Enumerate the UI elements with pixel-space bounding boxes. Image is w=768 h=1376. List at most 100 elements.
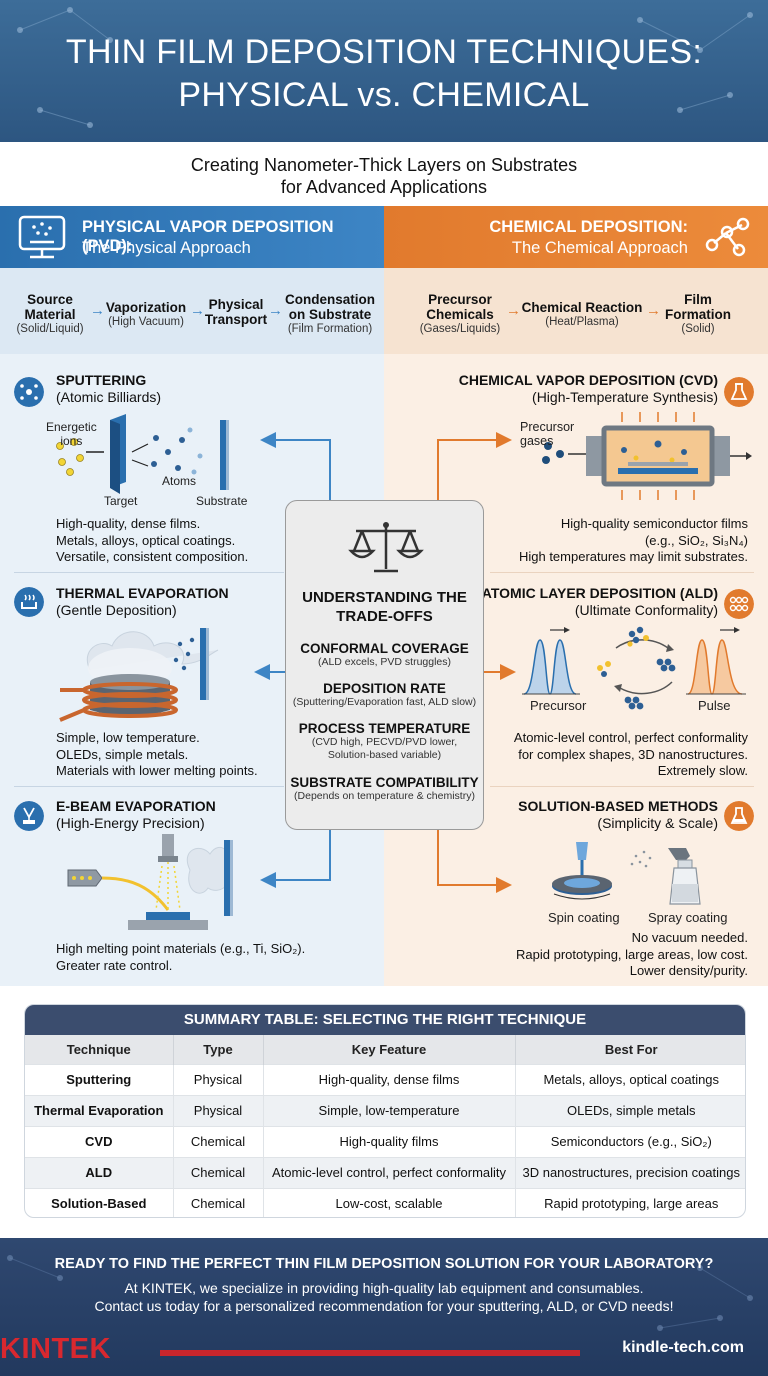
tradeoff-process-temperature: PROCESS TEMPERATURE(CVD high, PECVD/PVD … xyxy=(298,721,471,761)
flow-arrow-icon: → xyxy=(268,302,283,319)
balance-scale-icon xyxy=(348,522,424,573)
table-row: Solution-Based Chemical Low-cost, scalab… xyxy=(25,1187,745,1217)
table-cell: Simple, low-temperature xyxy=(263,1094,516,1126)
page-title: THIN FILM DEPOSITION TECHNIQUES: PHYSICA… xyxy=(0,0,768,117)
beaker-icon xyxy=(724,801,754,831)
table-row: Thermal Evaporation Physical Simple, low… xyxy=(25,1094,745,1126)
kintek-logo: KINTEK xyxy=(0,1333,111,1365)
solution-coating-diagram xyxy=(552,842,701,905)
table-row: Sputtering Physical High-quality, dense … xyxy=(25,1063,745,1095)
sputtering-description: High-quality, dense films.Metals, alloys… xyxy=(56,516,249,564)
chemical-subtitle: The Chemical Approach xyxy=(511,239,688,257)
table-cell: Chemical xyxy=(173,1156,264,1188)
pvd-header-band: PHYSICAL VAPOR DEPOSITION (PVD): The Phy… xyxy=(0,206,384,268)
atoms-label: Atoms xyxy=(162,474,197,488)
flow-arrow-icon: → xyxy=(506,302,521,319)
sputtering-heading: SPUTTERING(Atomic Billiards) xyxy=(56,372,162,405)
sputtering-diagram xyxy=(56,414,229,494)
summary-table: SUMMARY TABLE: SELECTING THE RIGHT TECHN… xyxy=(24,1004,746,1218)
column-header: Type xyxy=(173,1035,264,1064)
chemical-title: CHEMICAL DEPOSITION: xyxy=(489,218,688,236)
molecule-icon xyxy=(705,217,750,257)
solution-methods-heading: SOLUTION-BASED METHODS(Simplicity & Scal… xyxy=(518,798,718,831)
electron-beam-icon xyxy=(14,801,44,831)
pvd-title: PHYSICAL VAPOR DEPOSITION (PVD): xyxy=(82,218,334,255)
heated-crucible-icon xyxy=(14,587,44,617)
flow-arrow-icon: → xyxy=(646,302,661,319)
precursor-label: Precursor xyxy=(530,698,587,713)
chemical-step-2: Chemical Reaction (Heat/Plasma) xyxy=(521,300,643,328)
flow-arrow-icon: → xyxy=(90,302,105,319)
tradeoff-deposition-rate: DEPOSITION RATE(Sputtering/Evaporation f… xyxy=(292,681,477,708)
molecule-network-decoration xyxy=(7,1255,753,1331)
ebeam-evaporation-diagram xyxy=(67,834,233,930)
table-cell: CVD xyxy=(25,1125,174,1157)
pvd-chamber-icon xyxy=(18,215,66,259)
table-cell: Semiconductors (e.g., SiO₂) xyxy=(515,1125,745,1157)
table-cell: 3D nanostructures, precision coatings xyxy=(515,1156,745,1188)
thermal-evaporation-description: Simple, low temperature.OLEDs, simple me… xyxy=(56,730,258,778)
table-cell: High-quality, dense films xyxy=(263,1063,516,1095)
page-subtitle: Creating Nanometer-Thick Layers on Subst… xyxy=(0,142,768,206)
molecule-network-decoration xyxy=(17,7,753,128)
table-cell: Physical xyxy=(173,1063,264,1095)
table-cell: Sputtering xyxy=(25,1063,174,1095)
table-header-row: Technique Type Key Feature Best For xyxy=(25,1035,745,1064)
summary-table-title: SUMMARY TABLE: SELECTING THE RIGHT TECHN… xyxy=(25,1005,745,1035)
atom-scatter-icon xyxy=(14,377,44,407)
cvd-reactor-diagram xyxy=(542,412,752,500)
spin-coating-label: Spin coating xyxy=(548,910,620,925)
table-cell: OLEDs, simple metals xyxy=(515,1094,745,1126)
subtitle-line-2: for Advanced Applications xyxy=(280,177,488,197)
arrow-to-solution xyxy=(437,830,512,893)
call-to-action: READY TO FIND THE PERFECT THIN FILM DEPO… xyxy=(54,1256,714,1272)
website-link[interactable]: kindle-tech.com xyxy=(622,1339,744,1356)
spray-coating-label: Spray coating xyxy=(648,910,728,925)
substrate-label: Substrate xyxy=(196,494,248,508)
cvd-description: High-quality semiconductor films(e.g., S… xyxy=(518,516,748,564)
table-cell: Chemical xyxy=(173,1187,264,1217)
thermal-evaporation-diagram xyxy=(59,628,219,722)
table-cell: Thermal Evaporation xyxy=(25,1094,174,1126)
table-cell: High-quality films xyxy=(263,1125,516,1157)
ald-description: Atomic-level control, perfect conformali… xyxy=(513,730,748,778)
subtitle-line-1: Creating Nanometer-Thick Layers on Subst… xyxy=(190,155,578,175)
table-row: ALD Chemical Atomic-level control, perfe… xyxy=(25,1156,745,1188)
logo-accent-bar xyxy=(160,1350,580,1356)
page-footer: READY TO FIND THE PERFECT THIN FILM DEPO… xyxy=(0,1238,768,1376)
chemical-header-band: CHEMICAL DEPOSITION: The Chemical Approa… xyxy=(384,206,768,268)
pvd-subtitle: The Physical Approach xyxy=(82,239,251,257)
page-header: THIN FILM DEPOSITION TECHNIQUES: PHYSICA… xyxy=(0,0,768,142)
target-label: Target xyxy=(104,494,138,508)
title-line-2: PHYSICAL vs. CHEMICAL xyxy=(178,76,590,114)
table-cell: Rapid prototyping, large areas xyxy=(515,1187,745,1217)
ald-heading: ATOMIC LAYER DEPOSITION (ALD)(Ultimate C… xyxy=(481,585,718,618)
column-header: Best For xyxy=(515,1035,745,1064)
atomic-layer-icon xyxy=(724,589,754,619)
tradeoff-substrate-compatibility: SUBSTRATE COMPATIBILITY(Depends on tempe… xyxy=(290,775,479,802)
table-cell: Physical xyxy=(173,1094,264,1126)
arrow-to-sputtering xyxy=(260,432,331,500)
table-cell: ALD xyxy=(25,1156,174,1188)
column-header: Technique xyxy=(25,1035,174,1064)
table-cell: Chemical xyxy=(173,1125,264,1157)
solution-methods-description: No vacuum needed.Rapid prototyping, larg… xyxy=(516,930,748,978)
table-cell: Metals, alloys, optical coatings xyxy=(515,1063,745,1095)
tradeoff-conformal-coverage: CONFORMAL COVERAGE(ALD excels, PVD strug… xyxy=(300,641,469,668)
connector-arrows xyxy=(254,432,516,893)
title-line-1: THIN FILM DEPOSITION TECHNIQUES: xyxy=(65,33,703,71)
section-divider xyxy=(490,572,754,573)
table-cell: Solution-Based xyxy=(25,1187,174,1217)
section-divider xyxy=(14,572,284,573)
ebeam-evaporation-heading: E-BEAM EVAPORATION(High-Energy Precision… xyxy=(56,798,216,831)
